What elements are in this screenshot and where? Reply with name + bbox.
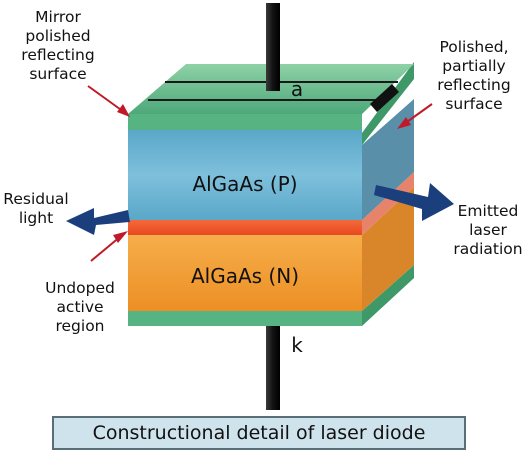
- diagram-caption: Constructional detail of laser diode: [52, 416, 466, 450]
- anode-electrode: [266, 3, 280, 91]
- side-face-active-layer: [362, 172, 414, 235]
- side-face-top-green: [362, 62, 414, 145]
- emitted-radiation-arrow: [374, 183, 454, 221]
- edge-contact-bar: [370, 84, 399, 112]
- label-mirror-surface: Mirror polished reflecting surface: [21, 8, 95, 83]
- label-terminal-k: k: [291, 333, 303, 357]
- residual-light-arrow: [66, 208, 130, 235]
- front-top-green-layer: [128, 114, 362, 130]
- label-partial-surface: Polished, partially reflecting surface: [437, 38, 511, 113]
- front-p-layer: [128, 130, 362, 220]
- label-terminal-a: a: [290, 77, 304, 101]
- side-face-n-layer: [362, 187, 414, 311]
- label-undoped-region: Undoped active region: [45, 279, 115, 335]
- cathode-electrode: [266, 326, 280, 410]
- front-active-layer: [128, 220, 362, 235]
- pointer-undoped-head: [113, 231, 128, 243]
- label-emitted-radiation: Emitted laser radiation: [453, 202, 523, 258]
- label-residual-light: Residual light: [3, 190, 69, 227]
- pointer-mirror-line: [87, 85, 125, 113]
- pointer-partial-head: [397, 117, 411, 129]
- front-n-layer: [128, 235, 362, 311]
- pointer-undoped-line: [90, 235, 122, 262]
- side-face-p-layer: [362, 99, 414, 220]
- label-layer-p: AlGaAs (P): [192, 172, 298, 196]
- label-layer-n: AlGaAs (N): [190, 264, 300, 288]
- pointer-mirror-head: [117, 104, 130, 117]
- front-bottom-green-layer: [128, 311, 362, 326]
- side-face-bottom-green: [362, 265, 414, 326]
- pointer-partial-line: [403, 103, 433, 125]
